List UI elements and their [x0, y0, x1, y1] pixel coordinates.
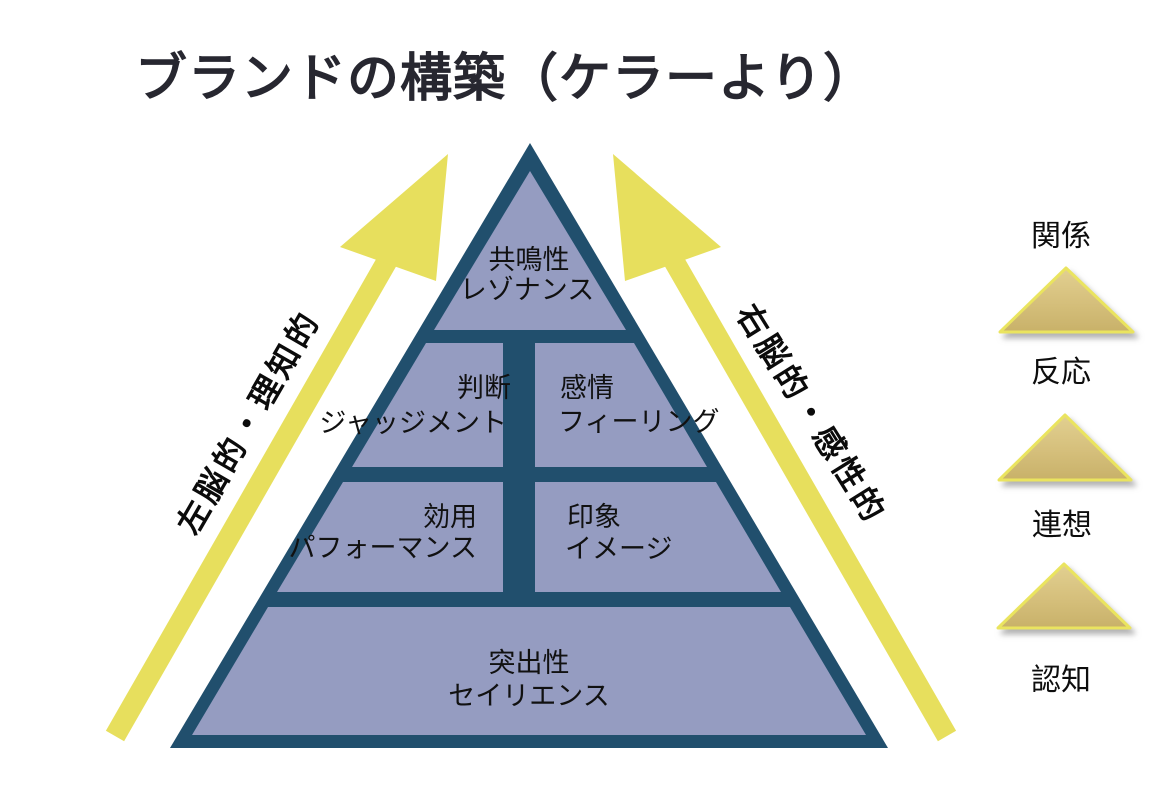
pyramid-outline: [170, 143, 888, 748]
legend-label-response: 反応: [1031, 356, 1091, 389]
left-arrow: [105, 154, 448, 742]
label-salience: 突出性: [488, 648, 570, 678]
legend-triangle-icon: [996, 562, 1132, 630]
pyramid-cell-resonance: [434, 171, 626, 330]
pyramid-cell-salience: [192, 607, 866, 735]
left-arrowhead-icon: [340, 154, 448, 281]
label-performance-kana: パフォーマンス: [288, 533, 477, 563]
pyramid-cell-performance: [277, 482, 503, 592]
label-judgments: 判断: [457, 373, 511, 403]
pyramid-cell-feelings: [535, 343, 707, 467]
right-arrow: [613, 154, 957, 742]
legend-label-awareness: 認知: [1031, 664, 1091, 697]
legend-triangle-icon: [998, 266, 1135, 334]
pyramid-cell-judgments: [352, 343, 503, 467]
label-feelings-kana: フィーリング: [558, 407, 720, 437]
label-resonance-kana: レゾナンス: [459, 275, 595, 305]
right-arrowhead-icon: [613, 154, 721, 281]
label-resonance: 共鳴性: [488, 245, 570, 275]
label-performance: 効用: [423, 502, 477, 532]
label-imagery: 印象: [567, 502, 621, 532]
pyramid-cell-imagery: [535, 482, 781, 592]
page-title: ブランドの構築（ケラーより）: [135, 50, 876, 108]
legend-label-relationships: 関係: [1031, 220, 1091, 253]
label-judgments-kana: ジャッジメント: [319, 408, 507, 438]
label-salience-kana: セイリエンス: [448, 681, 610, 711]
legend-label-associations: 連想: [1032, 509, 1092, 542]
label-feelings: 感情: [560, 373, 614, 403]
label-imagery-kana: イメージ: [565, 534, 673, 564]
legend-triangle-icon: [997, 413, 1133, 482]
